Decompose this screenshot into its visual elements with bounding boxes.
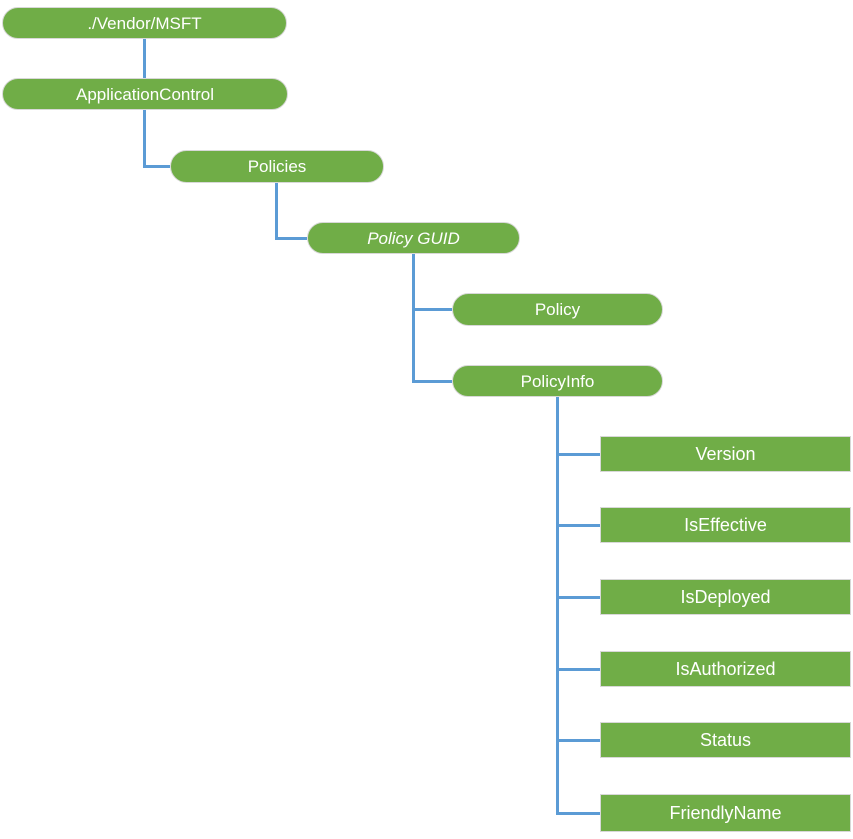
node-status-label: Status: [699, 730, 752, 750]
node-is-deployed: IsDeployed: [600, 579, 851, 615]
node-policy-guid: Policy GUID: [307, 222, 520, 254]
node-version-label: Version: [695, 444, 756, 464]
node-policy-info: PolicyInfo: [452, 365, 663, 397]
node-policy: Policy: [452, 293, 663, 326]
node-is-authorized-label: IsAuthorized: [675, 659, 776, 679]
connector-policyinfo-isauthorized-h: [556, 668, 600, 671]
node-policy-guid-label: Policy GUID: [367, 228, 460, 248]
connector-policyinfo-trunk-v: [556, 397, 559, 815]
node-status: Status: [600, 722, 851, 758]
connector-policyinfo-friendlyname-h: [556, 812, 600, 815]
node-friendly-name-label: FriendlyName: [669, 803, 782, 823]
connector-policyinfo-iseffective-h: [556, 524, 600, 527]
node-vendor-msft-label: ./Vendor/MSFT: [87, 13, 202, 33]
node-is-effective-label: IsEffective: [684, 515, 767, 535]
node-friendly-name: FriendlyName: [600, 794, 851, 832]
connector-appcontrol-policies-v: [143, 110, 146, 168]
node-application-control-label: ApplicationControl: [76, 84, 214, 104]
connector-appcontrol-policies-h: [143, 165, 170, 168]
node-policies: Policies: [170, 150, 384, 183]
node-is-authorized: IsAuthorized: [600, 651, 851, 687]
node-vendor-msft: ./Vendor/MSFT: [2, 7, 287, 39]
connector-policies-policyguid-h: [275, 237, 307, 240]
connector-policyinfo-version-h: [556, 453, 600, 456]
connector-policies-policyguid-v: [275, 183, 278, 240]
connector-msft-appcontrol-v: [143, 39, 146, 78]
node-application-control: ApplicationControl: [2, 78, 288, 110]
node-policy-info-label: PolicyInfo: [520, 371, 595, 391]
node-is-deployed-label: IsDeployed: [680, 587, 771, 607]
connector-policyguid-trunk-v: [412, 254, 415, 383]
connector-policyinfo-status-h: [556, 739, 600, 742]
connector-policyguid-policyinfo-h: [412, 380, 452, 383]
node-is-effective: IsEffective: [600, 507, 851, 543]
connector-policyguid-policy-h: [412, 308, 452, 311]
node-version: Version: [600, 436, 851, 472]
node-policies-label: Policies: [247, 157, 307, 176]
node-policy-label: Policy: [534, 300, 581, 319]
connector-policyinfo-isdeployed-h: [556, 596, 600, 599]
